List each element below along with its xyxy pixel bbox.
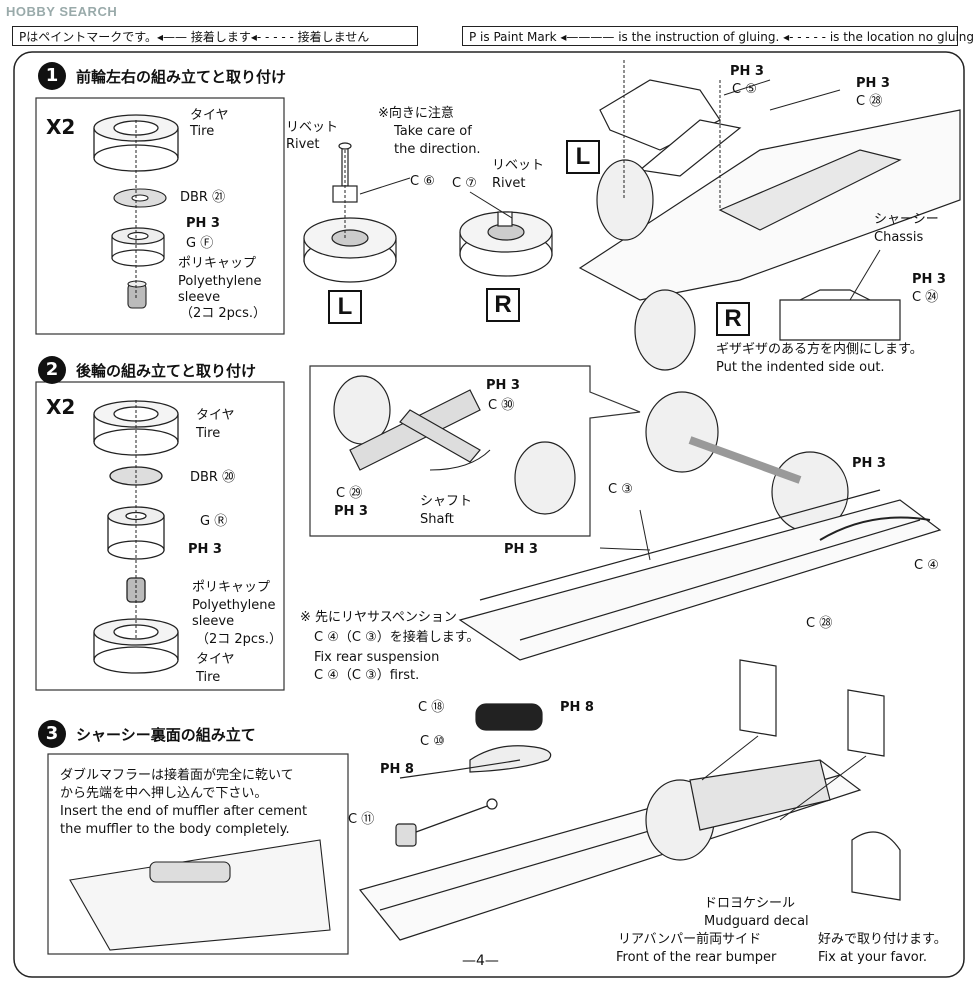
c10-label: C ⑩ <box>420 734 445 749</box>
c7-label: C ⑦ <box>452 176 477 191</box>
c11-label: C ⑪ <box>348 812 375 827</box>
dbr-label-2: DBR ⑳ <box>190 470 236 485</box>
ph3d-label: PH 3 <box>912 272 946 287</box>
left-mark-2: L <box>566 140 600 174</box>
muffler-en2: the muffler to the body completely. <box>60 822 290 837</box>
ph8-label: PH 8 <box>560 700 594 715</box>
decal-en-label: Mudguard decal <box>704 914 809 929</box>
c4-label: C ④ <box>914 558 939 573</box>
paint-ph3-label: PH 3 <box>186 216 220 231</box>
c18-label: C ⑱ <box>418 700 445 715</box>
muffler-jp1: ダブルマフラーは接着面が完全に乾いて <box>60 768 294 783</box>
poly-jp-label: ポリキャップ <box>178 256 257 271</box>
ph3c-label-2: PH 3 <box>334 504 368 519</box>
c30-label: C ㉚ <box>488 398 515 413</box>
rivet-jp-label: リベット <box>286 120 339 135</box>
ph3d-label-2: PH 3 <box>504 542 538 557</box>
indent-jp-label: ギザギザのある方を内側にします。 <box>716 342 923 357</box>
tire-jp-label-2: タイヤ <box>196 408 235 423</box>
rear-note-en2: C ④（C ③）first. <box>314 668 420 683</box>
c5-label: C ⑤ <box>732 82 757 97</box>
tire-en-label-2: Tire <box>196 426 221 441</box>
tire2-jp-label: タイヤ <box>196 652 235 667</box>
poly-jp-label-2: ポリキャップ <box>192 580 271 595</box>
chassis-en-label: Chassis <box>874 230 924 245</box>
tire-jp-label: タイヤ <box>190 108 229 123</box>
sleeve-label-2: sleeve <box>192 614 235 629</box>
left-mark: L <box>328 290 362 324</box>
sleeve-label: sleeve <box>178 290 221 305</box>
step2-title: 後輪の組み立てと取り付け <box>76 362 257 380</box>
watermark-logo: HOBBY SEARCH <box>6 4 118 19</box>
ph3-label-2: PH 3 <box>188 542 222 557</box>
pcs-label: （2コ 2pcs.） <box>180 306 266 321</box>
indent-en-label: Put the indented side out. <box>716 360 885 375</box>
ph3e-label: PH 3 <box>852 456 886 471</box>
rear-note-jp1: ※ 先にリヤサスペンション <box>300 610 457 625</box>
muffler-jp2: から先端を中へ押し込んで下さい。 <box>60 786 268 801</box>
note-en2-label: the direction. <box>394 142 481 157</box>
g-part-label: G Ⓕ <box>186 236 214 251</box>
step3-title: シャーシー裏面の組み立て <box>76 726 256 744</box>
c28-label-2: C ㉘ <box>806 616 833 631</box>
rivet2-en-label: Rivet <box>492 176 526 191</box>
qty-mark-2: X2 <box>46 395 76 419</box>
c28-label: C ㉘ <box>856 94 883 109</box>
pcs-label-2: （2コ 2pcs.） <box>196 632 282 647</box>
page-number: —4— <box>462 953 499 969</box>
chassis-jp-label: シャーシー <box>874 212 939 227</box>
bumper-en-label: Front of the rear bumper <box>616 950 777 965</box>
favor-en-label: Fix at your favor. <box>818 950 928 965</box>
rear-note-en1: Fix rear suspension <box>314 650 440 665</box>
c29-label: C ㉙ <box>336 486 363 501</box>
c3-label: C ③ <box>608 482 633 497</box>
qty-mark: X2 <box>46 115 76 139</box>
legend-jp: Pはペイントマークです。◂—— 接着します◂- - - - - 接着しません <box>12 26 418 46</box>
legend-en: P is Paint Mark ◂———— is the instruction… <box>462 26 973 46</box>
ph8b-label: PH 8 <box>380 762 414 777</box>
shaft-en-label: Shaft <box>420 512 454 527</box>
poly-en-label: Polyethylene <box>178 274 262 289</box>
right-mark-2: R <box>716 302 750 336</box>
ph3b-label: PH 3 <box>730 64 764 79</box>
tire-en-label: Tire <box>190 124 215 139</box>
right-mark: R <box>486 288 520 322</box>
c24-label: C ㉔ <box>912 290 939 305</box>
c6-label: C ⑥ <box>410 174 435 189</box>
note-en-label: Take care of <box>394 124 472 139</box>
note-jp-label: ※向きに注意 <box>378 106 454 121</box>
step1-number: 1 <box>38 62 66 90</box>
rear-note-jp2: C ④（C ③）を接着します。 <box>314 630 480 645</box>
step3-number: 3 <box>38 720 66 748</box>
step2-number: 2 <box>38 356 66 384</box>
muffler-en1: Insert the end of muffler after cement <box>60 804 308 819</box>
step1-title: 前輪左右の組み立てと取り付け <box>76 68 287 86</box>
bumper-jp-label: リアバンパー前両サイド <box>618 932 762 947</box>
favor-jp-label: 好みで取り付けます。 <box>818 932 947 947</box>
poly-en-label-2: Polyethylene <box>192 598 276 613</box>
ph3b-label-2: PH 3 <box>486 378 520 393</box>
shaft-jp-label: シャフト <box>420 494 473 509</box>
ph3c-label: PH 3 <box>856 76 890 91</box>
decal-jp-label: ドロヨケシール <box>704 896 796 911</box>
dbr-label: DBR ㉑ <box>180 190 226 205</box>
g-part-label-2: G Ⓡ <box>200 514 228 529</box>
tire2-en-label: Tire <box>196 670 221 685</box>
rivet2-jp-label: リベット <box>492 158 545 173</box>
rivet-en-label: Rivet <box>286 137 320 152</box>
